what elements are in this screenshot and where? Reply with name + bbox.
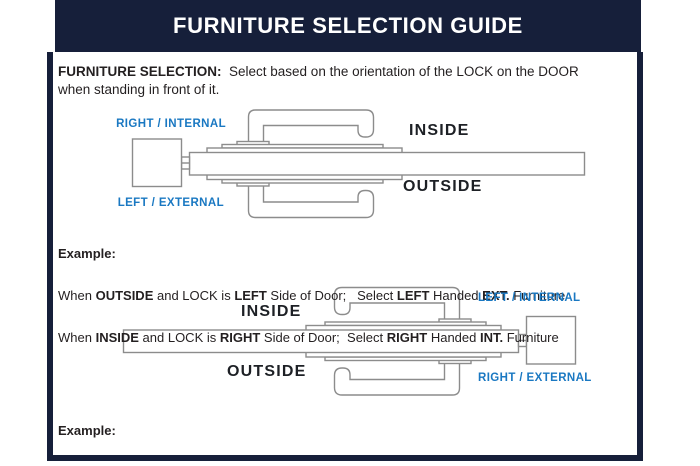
example-block-bottom: Example: When OUTSIDE and LOCK is RIGHT … — [58, 396, 581, 466]
example-block-top: Example: When OUTSIDE and LOCK is LEFT S… — [58, 219, 565, 373]
example-line: When OUTSIDE and LOCK is LEFT Side of Do… — [58, 288, 566, 303]
label-top-diagram-internal-handing: RIGHT / INTERNAL — [116, 118, 226, 130]
label-bottom-diagram-external-handing: RIGHT / EXTERNAL — [478, 372, 592, 384]
label-bottom-diagram-outside: OUTSIDE — [227, 363, 307, 380]
label-bottom-diagram-inside: INSIDE — [241, 303, 302, 320]
example-line: When INSIDE and LOCK is RIGHT Side of Do… — [58, 330, 559, 345]
label-top-diagram-inside: INSIDE — [409, 122, 470, 139]
example-heading: Example: — [58, 423, 116, 438]
label-top-diagram-external-handing: LEFT / EXTERNAL — [117, 197, 224, 209]
page-title: FURNITURE SELECTION GUIDE — [173, 13, 523, 38]
example-heading: Example: — [58, 246, 116, 261]
label-top-diagram-outside: OUTSIDE — [403, 178, 483, 195]
intro-text: FURNITURE SELECTION: Select based on the… — [58, 64, 579, 97]
label-bottom-diagram-internal-handing: LEFT / INTERNAL — [478, 292, 581, 304]
header-bar: FURNITURE SELECTION GUIDE — [55, 0, 641, 52]
